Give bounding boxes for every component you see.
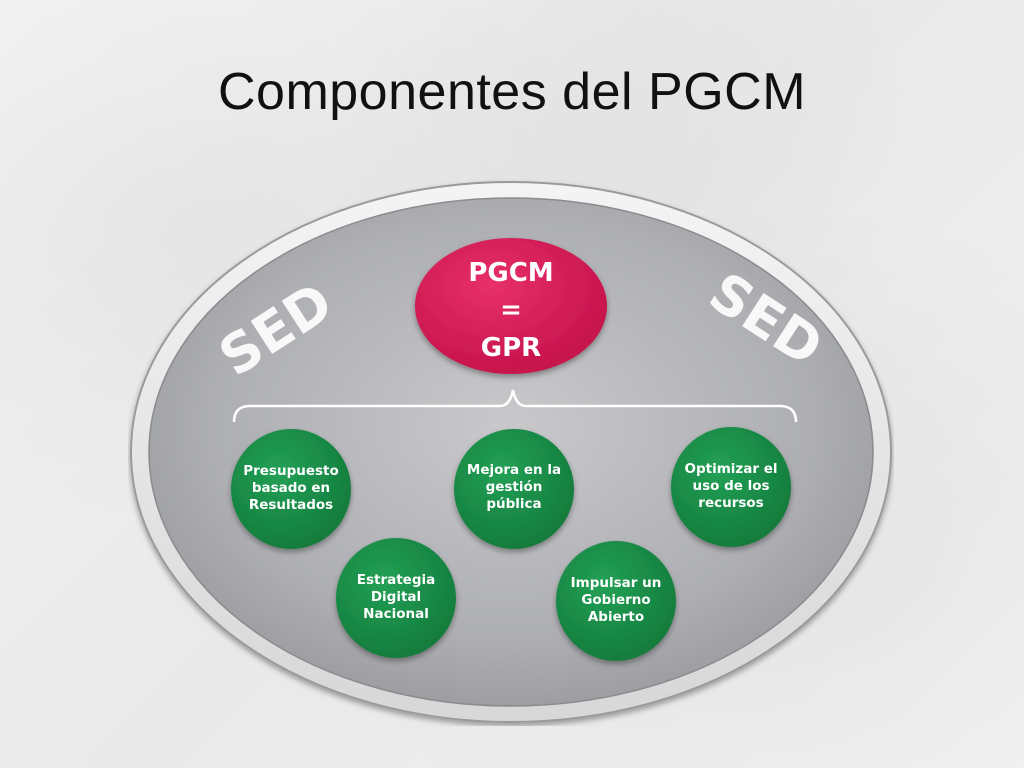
component-node-mejora — [454, 429, 574, 549]
component-label-impulsar-2: Gobierno — [581, 592, 650, 608]
brace-connector — [232, 389, 798, 423]
component-node-presupuesto — [231, 429, 351, 549]
pgcm-gpr-node — [415, 238, 607, 374]
page-title: Componentes del PGCM — [217, 63, 807, 121]
component-label-optimizar-1: Optimizar el — [684, 461, 777, 477]
pgcm-gpr-line-3: GPR — [481, 333, 541, 363]
component-label-impulsar-1: Impulsar un — [571, 575, 662, 591]
component-label-estrategia-2: Digital — [371, 589, 421, 605]
component-node-optimizar — [671, 427, 791, 547]
pgcm-diagram: SED SED PGCM = GPR Presupuesto basado en… — [128, 178, 894, 726]
pgcm-gpr-line-1: PGCM — [468, 258, 553, 288]
component-label-presupuesto-2: basado en — [252, 480, 330, 496]
component-label-optimizar-3: recursos — [698, 495, 763, 511]
component-node-impulsar — [556, 541, 676, 661]
component-label-mejora-3: pública — [486, 496, 541, 512]
component-label-presupuesto-3: Resultados — [249, 497, 333, 513]
component-label-estrategia-1: Estrategia — [357, 572, 436, 588]
component-label-mejora-1: Mejora en la — [467, 462, 561, 478]
component-label-optimizar-2: uso de los — [692, 478, 769, 494]
component-label-impulsar-3: Abierto — [588, 609, 644, 625]
component-label-estrategia-3: Nacional — [363, 606, 429, 622]
component-node-estrategia — [336, 538, 456, 658]
component-label-mejora-2: gestión — [486, 479, 543, 495]
component-label-presupuesto-1: Presupuesto — [243, 463, 339, 479]
pgcm-gpr-line-2: = — [500, 295, 522, 325]
